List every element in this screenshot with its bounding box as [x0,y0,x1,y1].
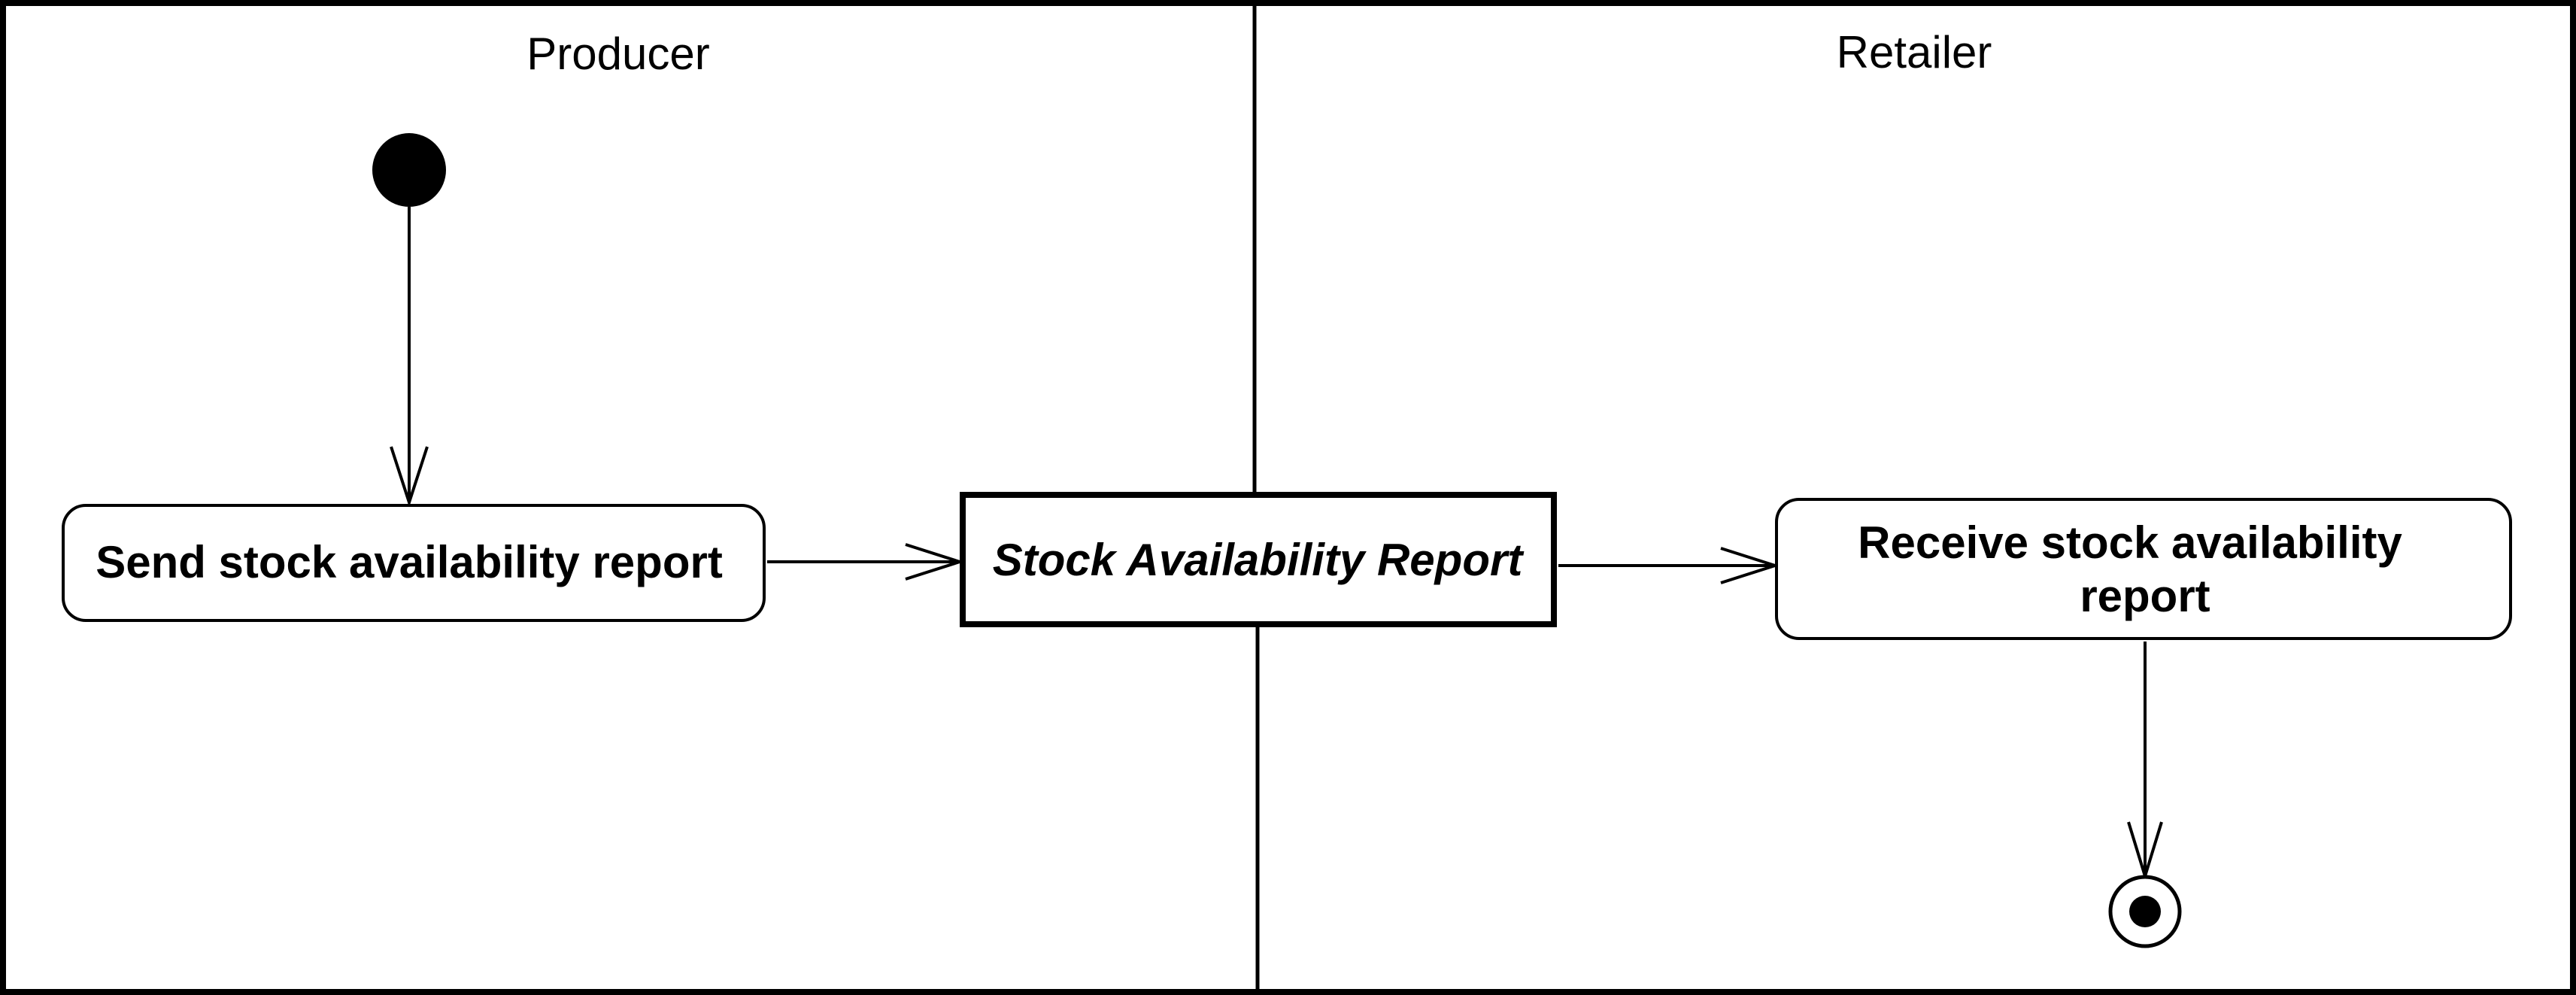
action-send-report [62,504,766,622]
action-receive-report-label-line1: Receive stock availability [1858,517,2402,568]
flow-initial-to-send [390,207,429,508]
final-node [2108,875,2182,948]
object-node-stock-report [960,492,1557,627]
swimlane-title-retailer: Retailer [1837,27,1992,77]
initial-node [372,133,446,207]
action-receive-report-label-line2: report [2080,571,2210,621]
swimlane-title-producer: Producer [526,29,709,79]
action-send-report-label: Send stock availability report [96,537,723,587]
object-node-stock-report-label: Stock Availability Report [993,535,1525,585]
action-receive-report [1775,498,2512,640]
